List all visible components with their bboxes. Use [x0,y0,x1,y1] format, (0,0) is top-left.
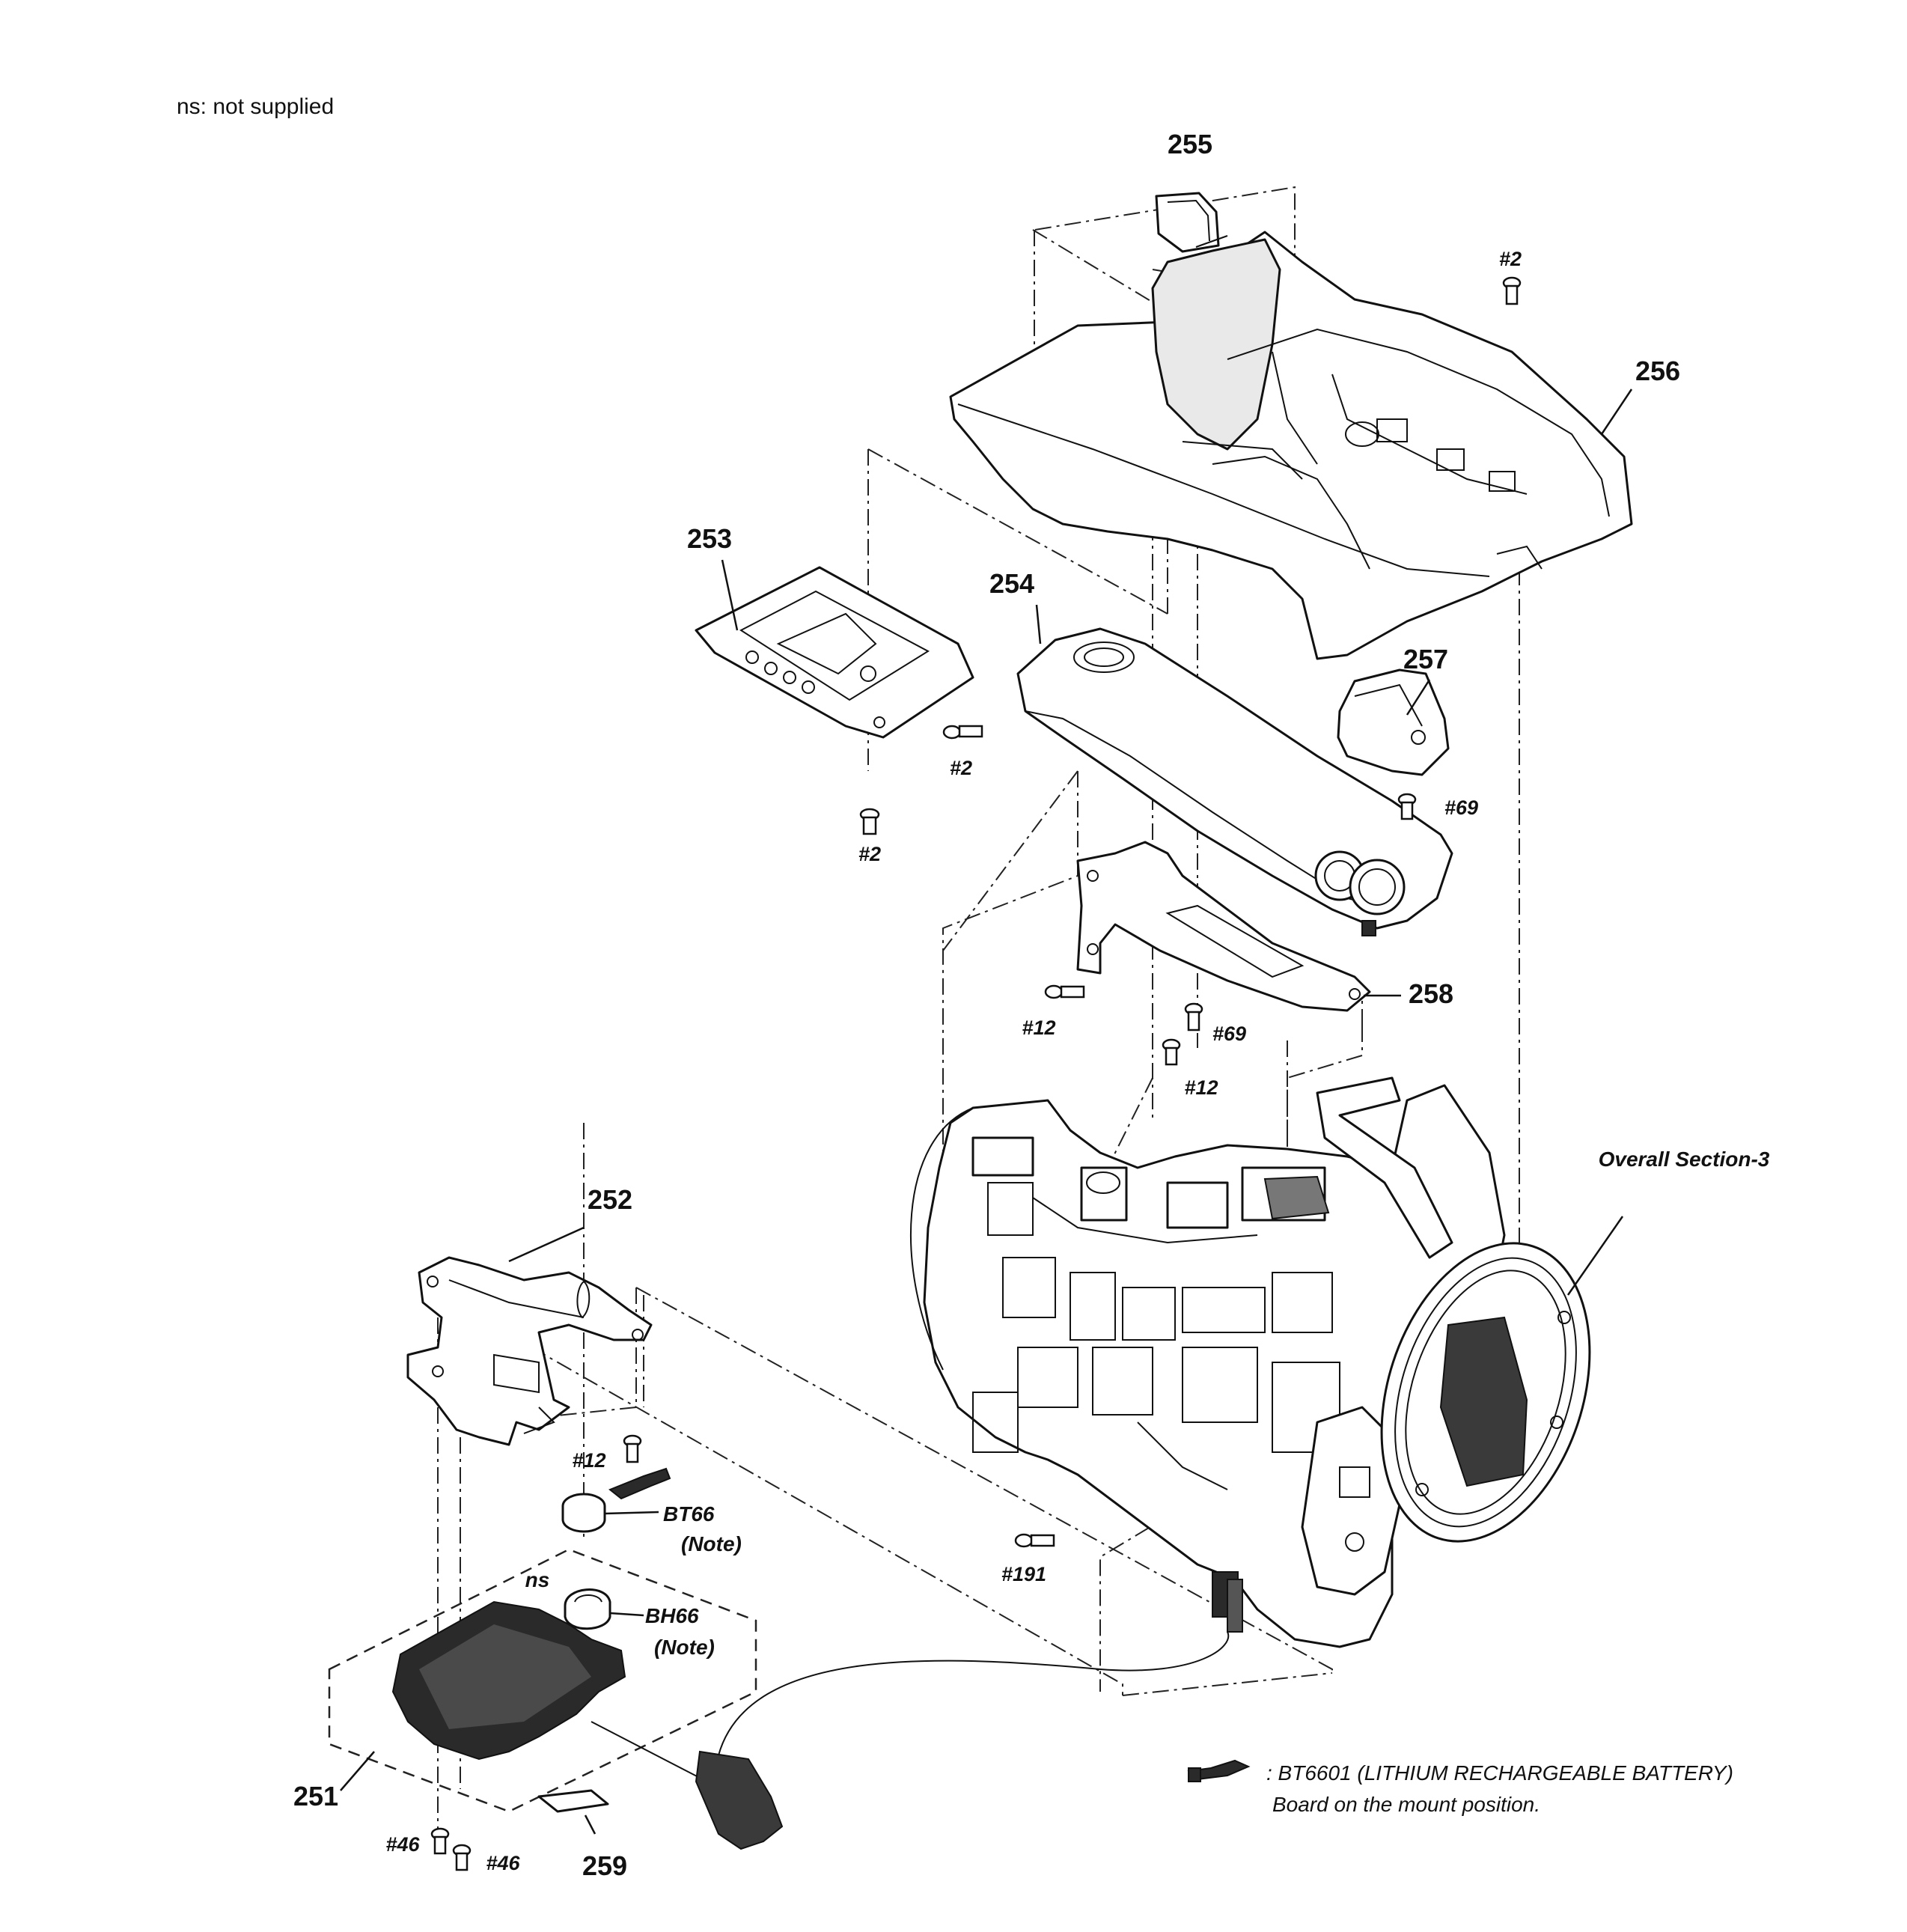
footnote-line-2: Board on the mount position. [1272,1793,1540,1816]
part-252-bracket[interactable] [406,1256,653,1446]
screw-label-46-b: #46 [486,1852,520,1874]
legend-not-supplied: ns: not supplied [177,94,334,119]
label-254: 254 [989,568,1034,599]
label-251: 251 [293,1781,338,1811]
screw-label-12-252: #12 [572,1449,605,1472]
label-255: 255 [1168,129,1212,159]
part-258-bracket[interactable] [1076,841,1371,1012]
screw-icon [1044,984,1085,999]
part-259[interactable] [537,1789,609,1813]
leader-256 [1600,388,1633,435]
part-251-board[interactable] [391,1600,626,1761]
part-256-top-cabinet[interactable] [949,231,1633,660]
label-bh66-note: (Note) [654,1636,715,1659]
part-257-bracket[interactable] [1337,668,1450,776]
screw-label-2-254: #2 [950,757,972,779]
leader-bh66 [609,1612,644,1617]
label-bt66: BT66 [663,1502,715,1526]
part-254-top-panel[interactable] [1016,627,1453,936]
label-bh66: BH66 [645,1604,699,1627]
label-overall-section-3: Overall Section-3 [1599,1148,1770,1171]
battery-arrow-icon [608,1467,671,1500]
footnote-arrow-icon [1187,1759,1251,1782]
holder-bh66 [564,1588,611,1630]
screw-icon [1397,793,1417,820]
screw-icon [1502,276,1522,305]
part-253-cover[interactable] [695,566,974,739]
footnote-line-1: : BT6601 (LITHIUM RECHARGEABLE BATTERY) [1266,1761,1733,1785]
leader-bt66 [604,1511,659,1515]
screw-label-69-258: #69 [1212,1023,1246,1045]
leader-251 [340,1751,375,1791]
screw-icon [1014,1533,1055,1548]
screw-icon [859,808,880,835]
screw-icon [430,1827,450,1855]
lens-mount-ring [1380,1242,1591,1543]
label-259: 259 [582,1850,627,1881]
leader-overall [1566,1216,1624,1296]
leader-257 [1406,679,1431,716]
screw-icon [1162,1038,1181,1066]
screw-label-12-258: #12 [1022,1017,1055,1039]
leader-252 [508,1226,585,1263]
label-253: 253 [687,523,732,554]
label-258: 258 [1409,978,1453,1009]
part-255-cap[interactable] [1155,192,1228,253]
screw-label-2-253: #2 [858,843,881,865]
screw-label-69-257: #69 [1444,796,1478,819]
screw-icon [1184,1002,1203,1031]
screw-label-46-a: #46 [385,1833,420,1856]
leader-253 [721,559,739,631]
screw-label-191: #191 [1001,1563,1046,1585]
leader-259 [584,1814,596,1835]
screw-icon [623,1434,642,1463]
label-256: 256 [1635,356,1680,386]
screw-label-12-258b: #12 [1184,1076,1218,1099]
label-ns: ns [525,1568,550,1591]
camera-body-assembly [909,1076,1506,1648]
flex-cable [591,1631,1230,1850]
screw-icon [452,1844,472,1871]
label-252: 252 [588,1184,632,1215]
leader-254 [1035,604,1042,644]
battery-bt66 [561,1493,606,1533]
screw-label-2-top: #2 [1499,248,1522,270]
label-257: 257 [1403,644,1448,674]
screw-icon [942,725,983,740]
label-bt66-note: (Note) [681,1532,742,1555]
